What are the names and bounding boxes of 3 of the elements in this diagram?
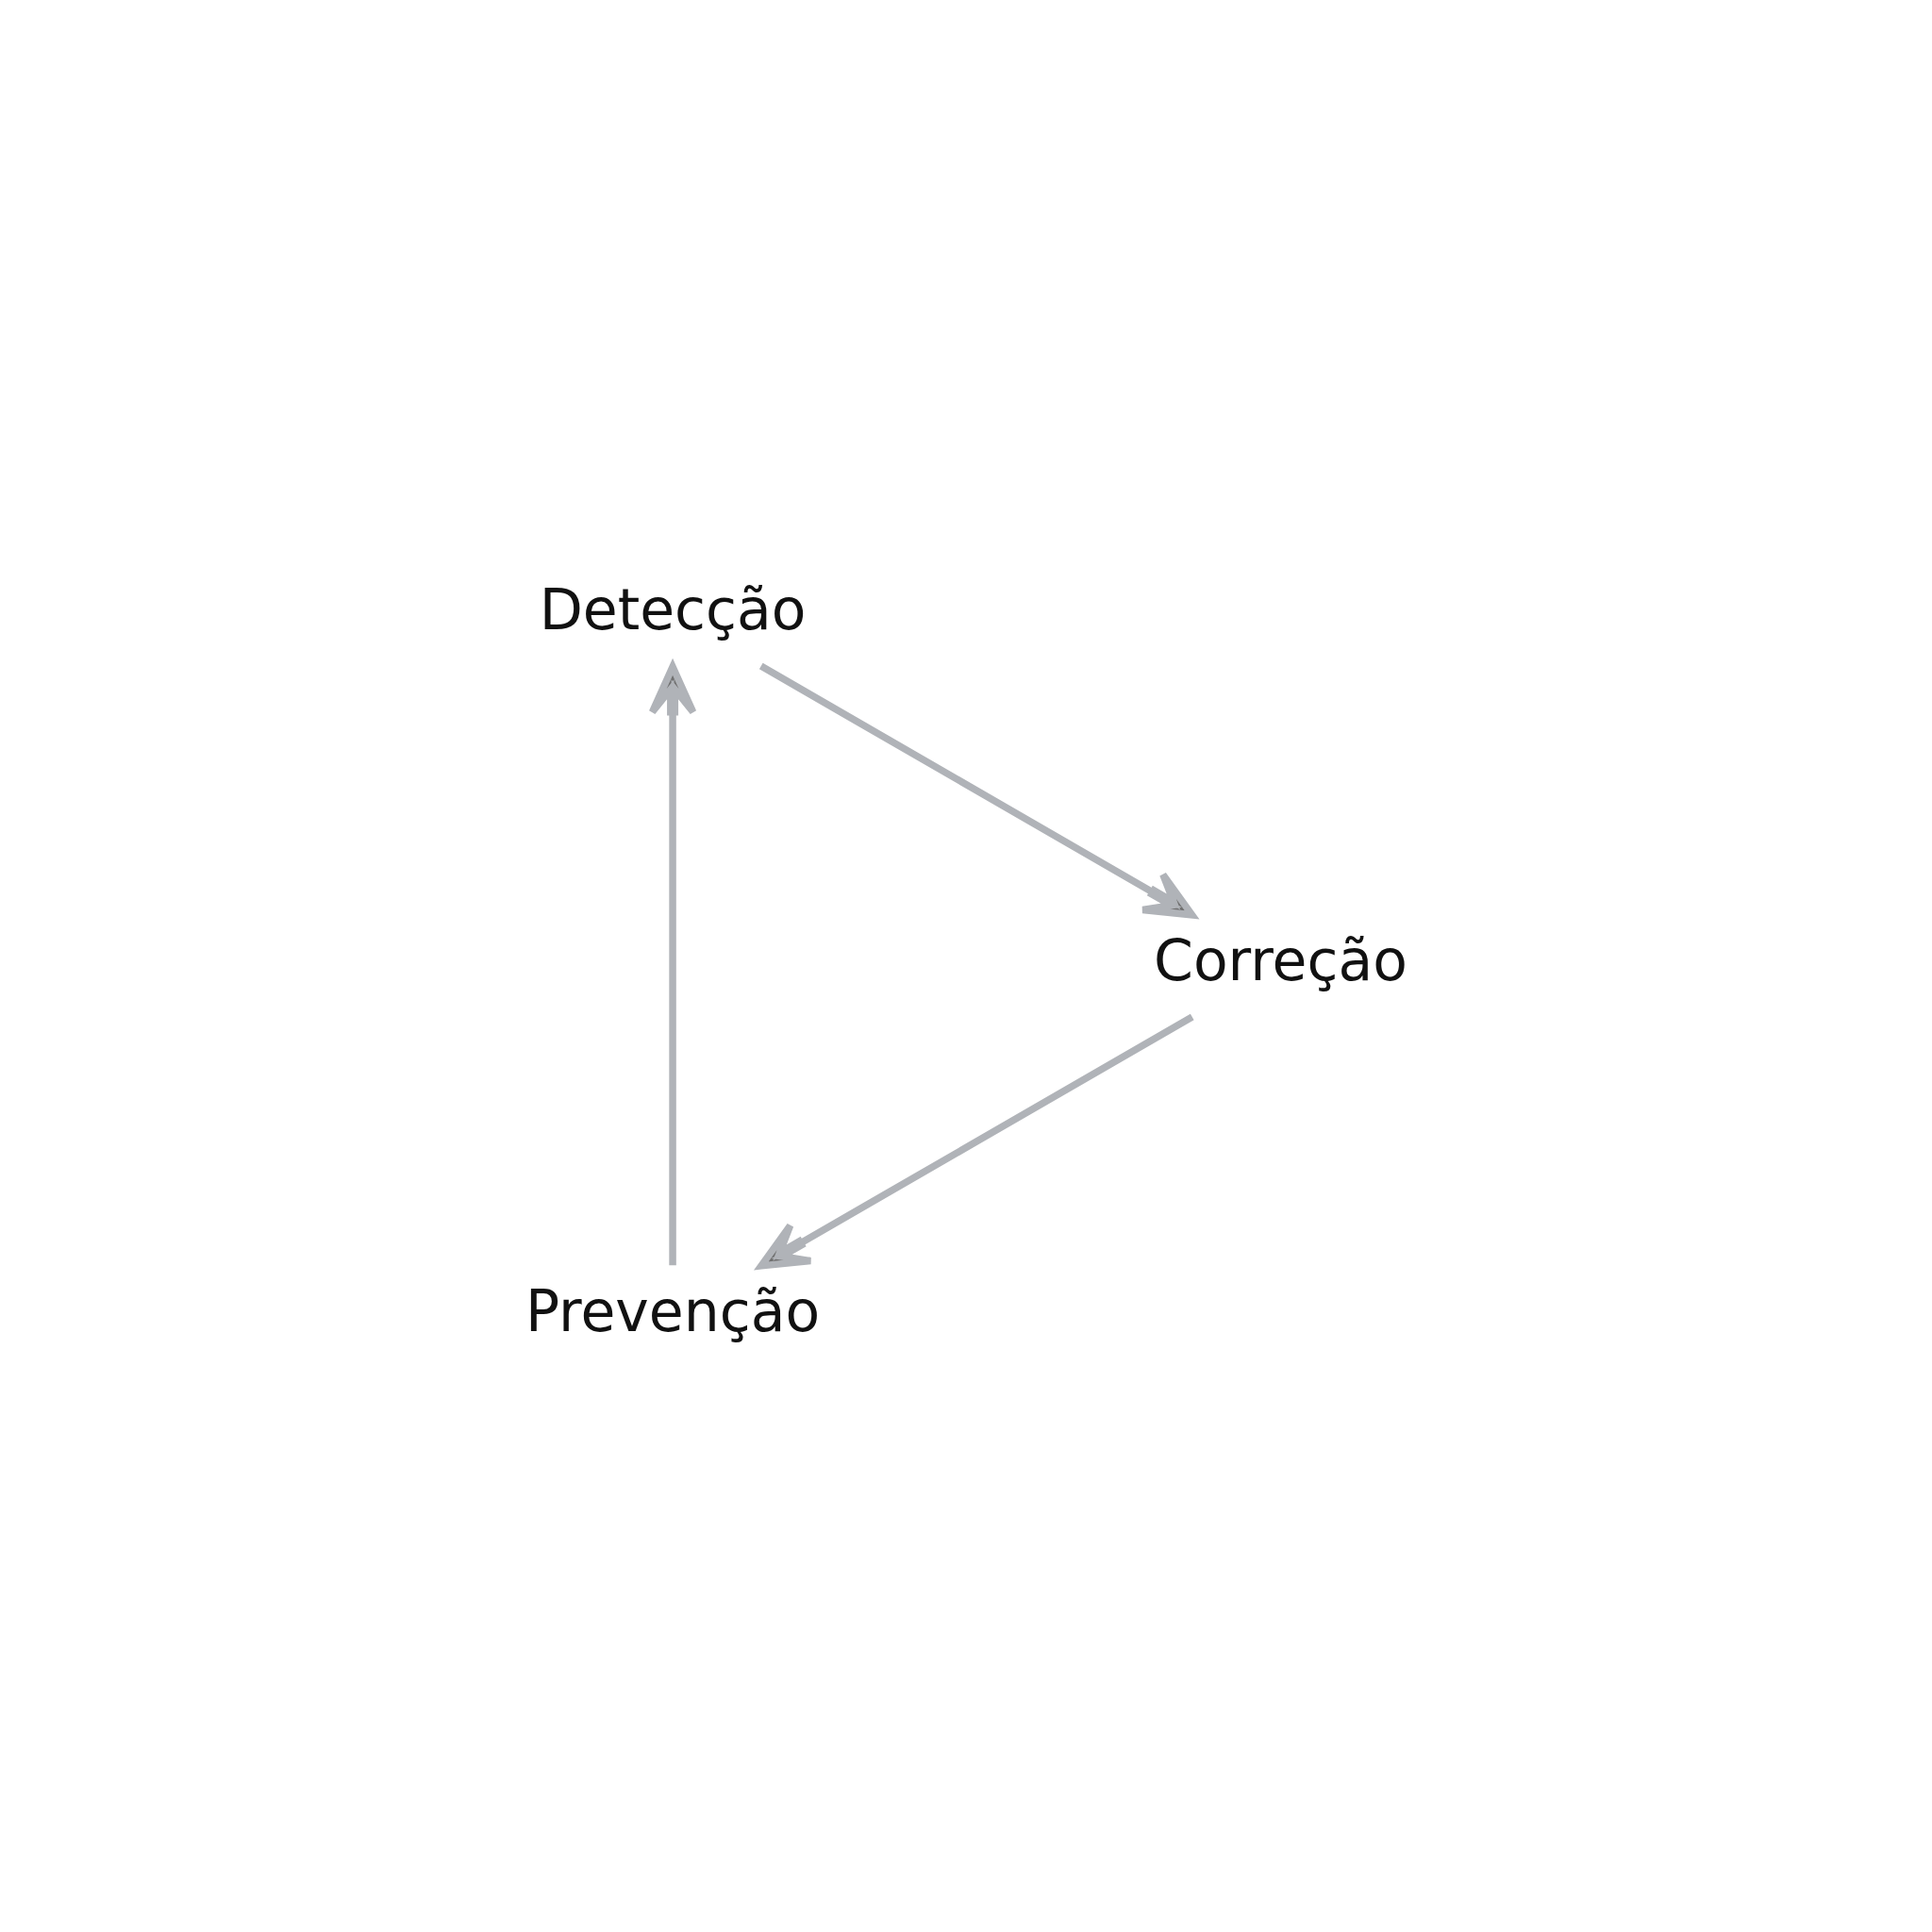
node-text: Prevenção [525,1278,821,1345]
node-text: Detecção [539,575,807,642]
node-text: Correção [1154,926,1407,993]
